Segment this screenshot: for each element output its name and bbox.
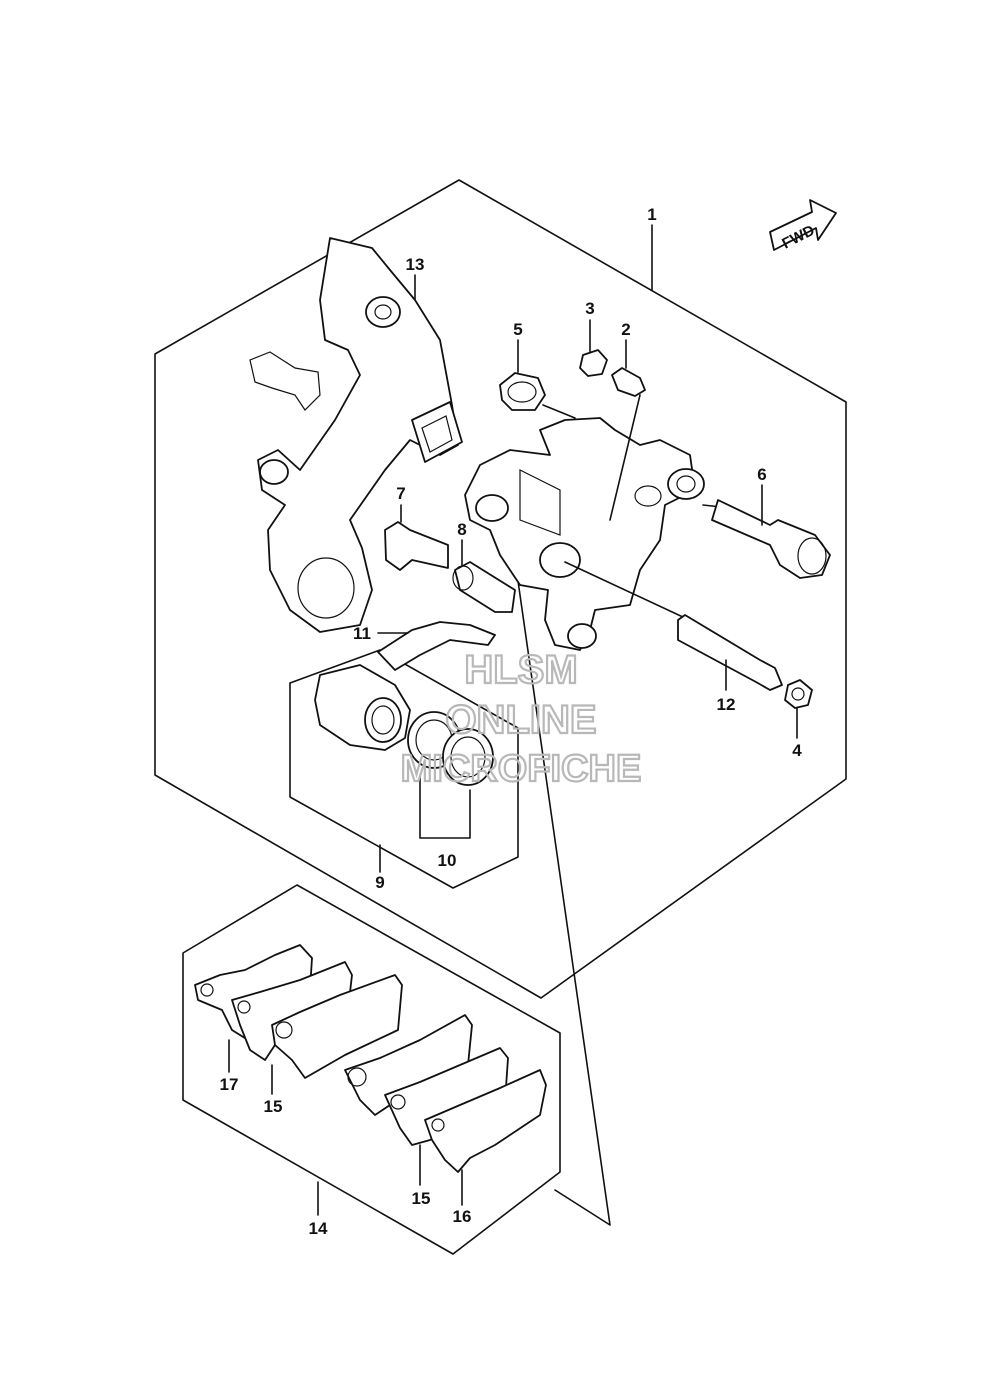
caliper-bracket xyxy=(249,237,463,633)
piston xyxy=(314,664,411,751)
watermark-line-3: MICROFICHE xyxy=(401,748,642,790)
slide-pin-long xyxy=(711,499,831,579)
slide-pin-short xyxy=(677,614,783,691)
caliper-assembly-outline xyxy=(154,179,847,999)
leader-lines xyxy=(609,394,641,521)
pad-left-inner xyxy=(271,974,403,1079)
piston-kit-outline xyxy=(289,649,519,889)
callout-14: 14 xyxy=(309,1219,328,1238)
watermark-line-2: ONLINE xyxy=(445,698,596,742)
fwd-arrow-icon: FWD xyxy=(769,199,837,253)
callout-2: 2 xyxy=(621,320,630,339)
callout-1: 1 xyxy=(647,205,656,224)
pad-spring xyxy=(377,621,496,671)
watermark: HLSM ONLINE MICROFICHE xyxy=(400,647,643,791)
callout-5: 5 xyxy=(513,320,522,339)
pad-leader-line xyxy=(509,524,611,1226)
callout-10: 10 xyxy=(438,851,457,870)
caliper-body xyxy=(464,417,705,651)
piston-seals xyxy=(407,711,494,786)
slide-sleeve xyxy=(452,561,516,613)
callout-15a: 15 xyxy=(264,1097,283,1116)
callout-3: 3 xyxy=(585,299,594,318)
callout-17: 17 xyxy=(220,1075,239,1094)
callout-6: 6 xyxy=(757,465,766,484)
callout-4: 4 xyxy=(792,741,802,760)
callout-15b: 15 xyxy=(412,1189,431,1208)
pad-shim-right xyxy=(424,1069,547,1173)
pin-nut xyxy=(784,679,813,709)
watermark-line-1: HLSM xyxy=(464,648,577,692)
callout-13: 13 xyxy=(406,255,425,274)
dust-cap xyxy=(579,349,608,377)
bleeder-cap xyxy=(499,372,546,411)
callout-7: 7 xyxy=(396,484,405,503)
callout-8: 8 xyxy=(457,520,466,539)
callout-11: 11 xyxy=(353,624,371,643)
callout-9: 9 xyxy=(375,873,384,892)
callout-16: 16 xyxy=(453,1207,472,1226)
mounting-bolt xyxy=(384,521,449,571)
bleeder-screw xyxy=(611,367,646,397)
callout-12: 12 xyxy=(717,695,736,714)
pad-set-outline xyxy=(182,884,561,1255)
